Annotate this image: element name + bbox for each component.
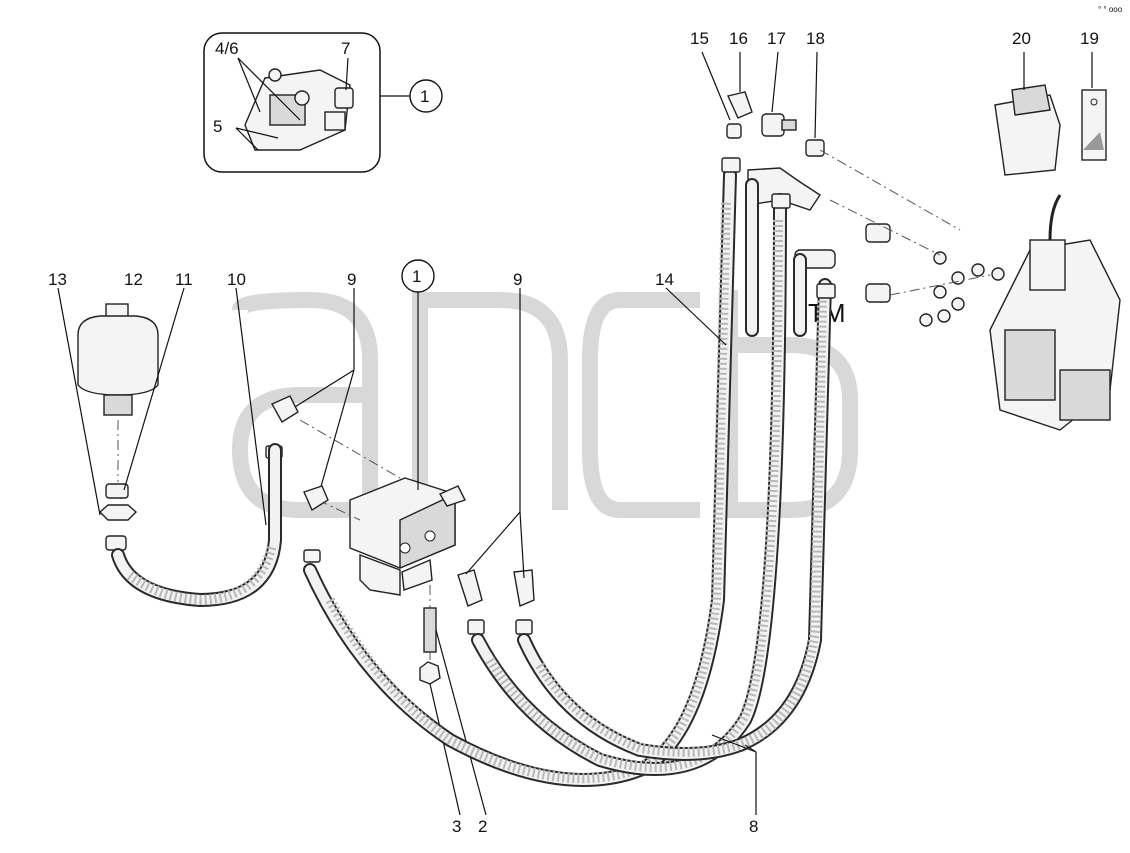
valve-block — [349, 477, 466, 596]
callout-circle-1-top — [409, 79, 443, 113]
control-lever-housing — [994, 52, 1061, 176]
nut-3 — [419, 661, 441, 685]
callout-19: 19 — [1080, 29, 1099, 48]
callout-14: 14 — [655, 270, 674, 289]
callout-7: 7 — [341, 39, 350, 58]
callout-9-left: 9 — [347, 270, 356, 289]
inset-valve-drawing — [244, 68, 354, 151]
callout-17: 17 — [767, 29, 786, 48]
control-valve-assembly — [989, 194, 1121, 431]
stud-2 — [423, 607, 437, 653]
callout-18: 18 — [806, 29, 825, 48]
callout-8: 8 — [749, 817, 758, 836]
callout-2: 2 — [478, 817, 487, 836]
washer-13 — [98, 504, 138, 521]
callout-1-block: 1 — [412, 267, 421, 286]
callout-10: 10 — [227, 270, 246, 289]
decal-sticker — [1081, 52, 1107, 161]
callout-5: 5 — [213, 117, 222, 136]
callout-9-right: 9 — [513, 270, 522, 289]
callout-11: 11 — [175, 270, 193, 289]
fittings-group — [726, 91, 1005, 327]
callout-12: 12 — [124, 270, 143, 289]
callout-15: 15 — [690, 29, 709, 48]
callout-13: 13 — [48, 270, 67, 289]
callout-16: 16 — [729, 29, 748, 48]
callout-3: 3 — [452, 817, 461, 836]
callout-4-6: 4/6 — [215, 39, 239, 58]
callout-20: 20 — [1012, 29, 1031, 48]
callout-1-top: 1 — [420, 87, 429, 106]
corner-mark: ° ° ooo — [1098, 5, 1123, 14]
nut-11 — [105, 483, 129, 499]
inset-panel: 4/6 5 7 — [203, 32, 410, 173]
accumulator — [77, 303, 159, 416]
hoses — [111, 168, 832, 787]
